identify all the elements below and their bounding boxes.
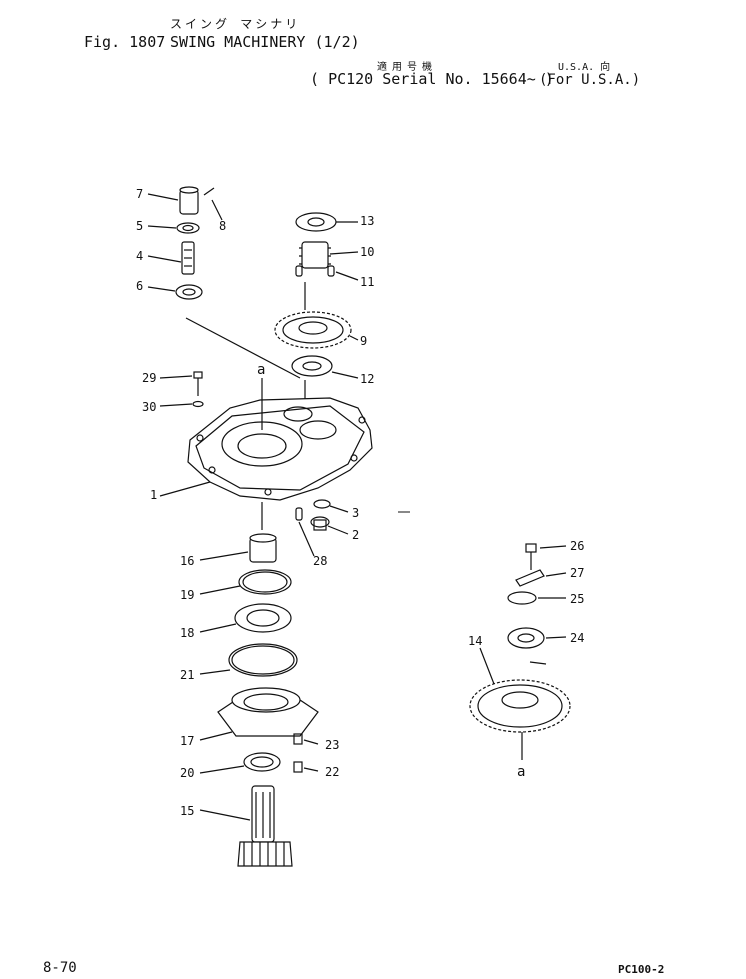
callout-9: 9 — [360, 334, 368, 348]
part-5-collar — [147, 222, 200, 234]
part-2-plug — [310, 516, 349, 535]
callout-25: 25 — [570, 592, 585, 606]
part-29-bolt — [159, 371, 203, 396]
part-15-shaft — [199, 785, 293, 867]
callout-28: 28 — [313, 554, 328, 568]
callout-17: 17 — [180, 734, 195, 748]
applicable-kana: 適用号機 — [377, 62, 437, 73]
page-number: 8-70 — [43, 960, 77, 976]
callout-14: 14 — [468, 634, 483, 648]
callout-21: 21 — [180, 668, 195, 682]
callout-27: 27 — [570, 566, 585, 580]
market-label: (For U.S.A.) — [539, 72, 641, 88]
callout-10: 10 — [360, 245, 375, 259]
part-13-bearing — [295, 212, 358, 232]
part-30-washer — [159, 400, 204, 408]
part-23-plug — [293, 733, 319, 745]
part-24-bearing — [507, 627, 567, 665]
part-21-o-ring — [199, 643, 298, 677]
callout-20: 20 — [180, 766, 195, 780]
part-8-pin — [203, 187, 223, 221]
callout-6: 6 — [136, 279, 144, 293]
callout-3: 3 — [352, 506, 360, 520]
callout-16: 16 — [180, 554, 195, 568]
part-1-housing — [159, 378, 373, 501]
part-22-bolt — [293, 761, 319, 773]
callout-30: 30 — [142, 400, 157, 414]
callout-11: 11 — [360, 275, 375, 289]
page-title: SWING MACHINERY (1/2) — [170, 33, 360, 51]
part-7-sleeve — [147, 186, 199, 215]
callout-2: 2 — [352, 528, 360, 542]
callout-12: 12 — [360, 372, 375, 386]
callout-19: 19 — [180, 588, 195, 602]
callout-15: 15 — [180, 804, 195, 818]
callout-29: 29 — [142, 371, 157, 385]
part-20-bearing — [199, 752, 281, 774]
callout-24: 24 — [570, 631, 585, 645]
part-17-cage — [199, 687, 319, 741]
part-10-pinion — [299, 241, 359, 269]
title-kana: スイング マシナリ — [170, 17, 301, 31]
callout-a-bottom: a — [517, 764, 526, 780]
figure-number: Fig. 1807 — [84, 33, 166, 51]
callout-8: 8 — [219, 219, 227, 233]
callout-23: 23 — [325, 738, 340, 752]
callout-18: 18 — [180, 626, 195, 640]
callout-7: 7 — [136, 187, 144, 201]
part-16-sleeve — [199, 533, 277, 563]
market-kana: U.S.A. 向 — [558, 62, 611, 73]
part-14-gear — [469, 647, 571, 760]
callout-a-top: a — [257, 362, 266, 378]
part-25-plate — [507, 591, 566, 605]
callout-1: 1 — [150, 488, 158, 502]
part-19-snap-ring — [199, 569, 292, 595]
callout-5: 5 — [136, 219, 144, 233]
part-26-bolt — [525, 543, 567, 570]
part-6-bearing — [147, 284, 301, 379]
part-18-bearing — [199, 603, 292, 633]
serial-range: ( PC120 Serial No. 15664~ ) — [310, 70, 554, 88]
callout-4: 4 — [136, 249, 144, 263]
callout-13: 13 — [360, 214, 375, 228]
callout-22: 22 — [325, 765, 340, 779]
part-4-pinion-shaft — [147, 241, 195, 275]
part-11-pins — [295, 265, 359, 281]
part-3-o-ring — [313, 499, 349, 513]
model-code: PC100-2 — [618, 963, 665, 976]
part-28-pin — [295, 507, 315, 557]
callout-26: 26 — [570, 539, 585, 553]
part-27-lock-plate — [515, 569, 567, 587]
part-9-gear — [274, 311, 359, 349]
